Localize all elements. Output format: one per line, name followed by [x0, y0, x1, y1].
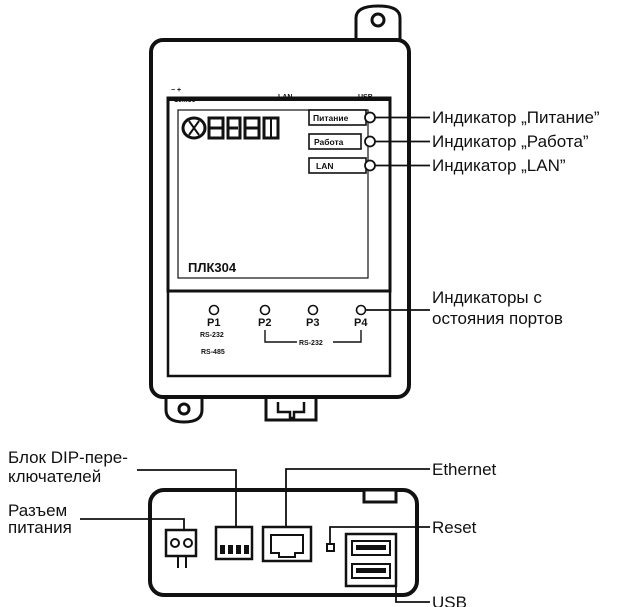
- indicator-work-label: Работа: [314, 137, 344, 147]
- callout-ethernet: Ethernet: [432, 460, 497, 479]
- port-indicators: [208, 304, 367, 316]
- callout-lan-indicator: Индикатор „LAN”: [432, 156, 566, 175]
- p2p4-rs232-label: RS-232: [299, 340, 323, 347]
- port-label-p4: P4: [354, 317, 368, 329]
- bottom-connector-tab: [264, 395, 318, 422]
- callout-lines-bottom: [80, 468, 430, 603]
- port-led-p2: [259, 304, 271, 316]
- mounting-ear-top: [354, 4, 402, 40]
- device-front-view: [149, 4, 411, 424]
- callout-usb: USB: [432, 593, 467, 607]
- callout-reset: Reset: [432, 518, 477, 537]
- indicator-lan: LAN: [308, 157, 376, 174]
- rs232-bracket: [264, 330, 362, 343]
- bottom-notch: [362, 488, 398, 504]
- indicator-work: Работа: [308, 133, 376, 150]
- p1-rs485-label: RS-485: [201, 349, 225, 356]
- device-bottom-view: [148, 488, 419, 597]
- callout-dip-1: Блок DIP-пере-: [8, 448, 128, 467]
- mounting-hole-top: [370, 12, 386, 28]
- usb-port-1: [351, 540, 391, 556]
- power-polarity-label: − +: [171, 87, 181, 94]
- power-pin-2: [183, 538, 193, 548]
- callout-dip-2: ключателей: [8, 467, 101, 486]
- p1-rs232-label: RS-232: [200, 332, 224, 339]
- callout-port-indicators-2: остояния портов: [432, 309, 563, 328]
- top-lan-label: LAN: [278, 94, 292, 101]
- owen-logo: [181, 116, 280, 140]
- callout-work-indicator: Индикатор „Работа”: [432, 132, 589, 151]
- power-led: [364, 111, 376, 124]
- mounting-hole-bottom: [177, 402, 191, 416]
- ports-panel: [166, 289, 392, 378]
- port-led-p1: [208, 304, 220, 316]
- lan-led: [364, 159, 376, 172]
- work-led: [364, 135, 376, 148]
- callout-lines-top: [366, 116, 430, 311]
- callout-power-connector-2: питания: [8, 518, 72, 537]
- top-usb-label: USB: [358, 94, 373, 101]
- model-label: ПЛК304: [188, 260, 237, 275]
- indicator-lan-label: LAN: [316, 161, 333, 171]
- bottom-connector-latch: [276, 402, 306, 420]
- reset-button: [326, 543, 335, 552]
- port-label-p3: P3: [306, 317, 319, 329]
- dip-switches: [220, 545, 249, 554]
- indicator-power: Питание: [308, 109, 376, 126]
- callout-port-indicators-1: Индикаторы с: [432, 288, 542, 307]
- port-led-p3: [307, 304, 319, 316]
- port-label-p2: P2: [258, 317, 271, 329]
- label-area: [177, 109, 369, 279]
- callout-power-connector-1: Разъем: [8, 501, 67, 520]
- mounting-ear-bottom: [164, 395, 204, 424]
- dip-switch-block: [214, 525, 254, 561]
- usb-port-2: [351, 563, 391, 579]
- indicator-power-label: Питание: [313, 113, 349, 123]
- callout-power-indicator: Индикатор „Питание”: [432, 108, 600, 127]
- port-label-p1: P1: [207, 317, 220, 329]
- power-pin-1: [170, 538, 180, 548]
- port-led-p4: [355, 304, 367, 316]
- power-range-label: =10...30: [170, 97, 196, 104]
